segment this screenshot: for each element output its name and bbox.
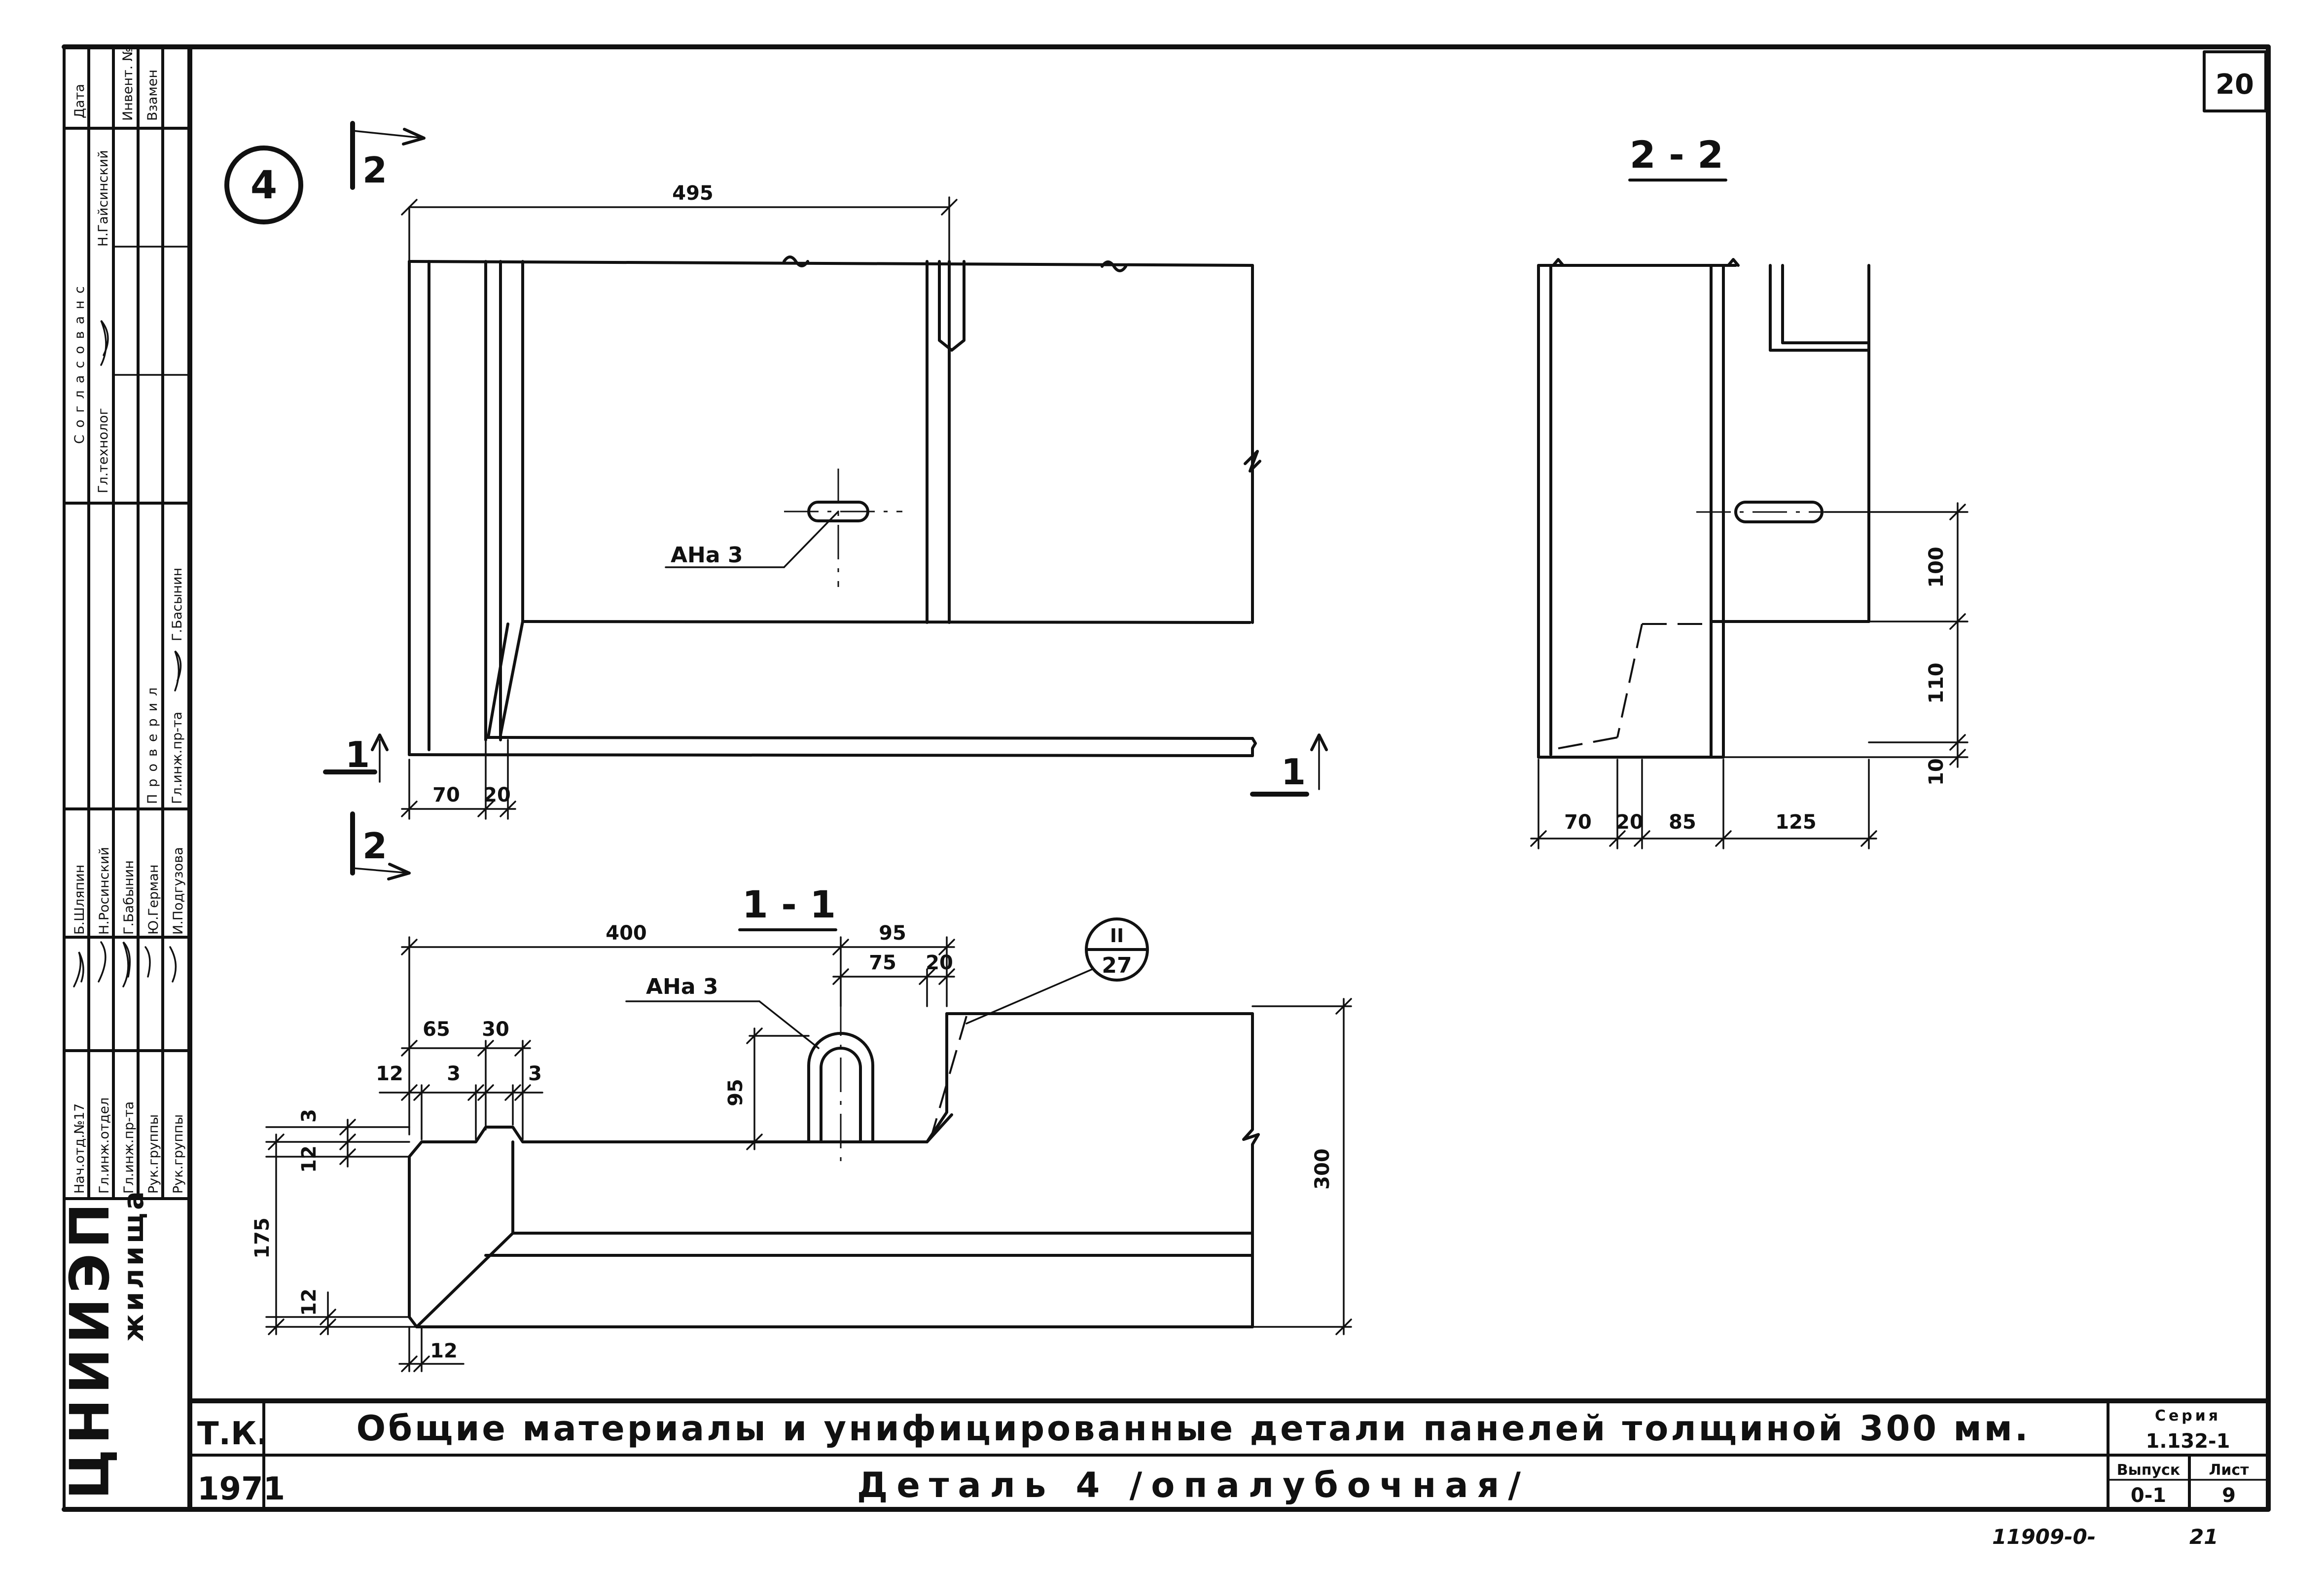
section-2-2-dim-125: 125 bbox=[1775, 811, 1817, 834]
approval-stamp: Согласованс Дата Гл.технолог Н.Гайсински… bbox=[58, 45, 191, 1500]
section-2-2: 2 - 2 70 20 85 125 bbox=[1530, 133, 1968, 849]
section-2-2-dim-70: 70 bbox=[1564, 811, 1592, 834]
elevation-view: 2 2 1 1 bbox=[323, 121, 1328, 880]
staff-name-1: Б.Шляпин bbox=[72, 865, 87, 935]
checked-header: Проверил bbox=[145, 681, 160, 804]
dim-175: 175 bbox=[251, 1217, 274, 1259]
staff-name-3: Г.Бабынин bbox=[121, 860, 137, 935]
dim-12-c: 12 bbox=[298, 1288, 321, 1316]
dim-400: 400 bbox=[606, 922, 647, 945]
sheet-label: Лист bbox=[2209, 1462, 2249, 1479]
staff-role-3: Гл.инж.пр-та bbox=[121, 1101, 137, 1194]
dim-95-top: 95 bbox=[879, 922, 906, 945]
dim-20: 20 bbox=[483, 784, 511, 806]
signature-scribbles bbox=[73, 941, 177, 988]
issue-value: 0-1 bbox=[2131, 1484, 2166, 1507]
title-block: Т.К. 1971 Общие материалы и унифицирован… bbox=[187, 1398, 2271, 1511]
dim-20-top: 20 bbox=[926, 951, 953, 974]
dim-12-b: 12 bbox=[298, 1145, 321, 1173]
detail-marker-number: 4 bbox=[250, 163, 277, 208]
section-2-2-title: 2 - 2 bbox=[1630, 133, 1723, 177]
detail-title: Деталь 4 /опалубочная/ bbox=[857, 1465, 1530, 1505]
section-1-1-anchor-label: АНа 3 bbox=[646, 974, 718, 999]
section-2-2-dim-20: 20 bbox=[1616, 811, 1644, 834]
agreed-role-3: Инвент. № bbox=[120, 47, 136, 121]
dim-70: 70 bbox=[432, 784, 460, 806]
dim-95-side: 95 bbox=[724, 1079, 747, 1106]
year: 1971 bbox=[197, 1471, 285, 1507]
sheet-corner-box: 20 bbox=[2203, 50, 2267, 112]
organization-name: ЦНИИЭП bbox=[58, 1198, 121, 1500]
sheet-frame bbox=[62, 44, 2271, 1512]
detail-marker: 4 bbox=[224, 146, 303, 224]
dim-300: 300 bbox=[1311, 1148, 1334, 1190]
signature-scribbles-agreed bbox=[100, 320, 182, 692]
dim-3-c: 3 bbox=[298, 1109, 321, 1123]
section-1-1: 1 - 1 II 27 АНа 3 400 bbox=[251, 882, 1352, 1372]
section-1-1-title: 1 - 1 bbox=[742, 882, 836, 926]
agreed-role-2: Н.Гайсинский bbox=[96, 150, 111, 247]
section-2-2-dim-10: 10 bbox=[1925, 758, 1948, 786]
footer-doc-number: 11909-0- bbox=[1992, 1525, 2096, 1549]
checked-role-2: Г.Басынин bbox=[170, 568, 185, 641]
section-mark-right: 1 bbox=[1281, 751, 1306, 793]
dim-75: 75 bbox=[869, 951, 896, 974]
staff-name-4: Ю.Герман bbox=[146, 864, 161, 935]
date-header: Дата bbox=[72, 84, 87, 118]
organization-sub: жилища bbox=[118, 1188, 150, 1342]
agreed-header: Согласованс bbox=[72, 279, 87, 444]
agreed-role-1: Гл.технолог bbox=[96, 408, 111, 493]
checked-role-1: Гл.инж.пр-та bbox=[170, 712, 185, 804]
dim-65: 65 bbox=[423, 1018, 450, 1041]
section-2-2-dim-110: 110 bbox=[1925, 662, 1948, 704]
staff-name-2: Н.Росинский bbox=[97, 847, 112, 935]
staff-role-5: Рук.группы bbox=[171, 1114, 186, 1194]
staff-role-2: Гл.инж.отдел bbox=[97, 1097, 112, 1194]
dim-12-a: 12 bbox=[376, 1062, 403, 1085]
main-title: Общие материалы и унифицированные детали… bbox=[357, 1408, 2031, 1449]
section-mark-top: 2 bbox=[362, 149, 387, 191]
dim-3-b: 3 bbox=[528, 1062, 542, 1085]
callout-bottom: 27 bbox=[1102, 953, 1132, 978]
callout-top: II bbox=[1110, 925, 1124, 947]
staff-role-1: Нач.отд.№17 bbox=[72, 1103, 87, 1194]
section-2-2-dim-100: 100 bbox=[1925, 547, 1948, 588]
dim-495: 495 bbox=[672, 182, 714, 205]
dim-30: 30 bbox=[482, 1018, 509, 1041]
series-label: Серия bbox=[2155, 1407, 2221, 1425]
section-2-2-dim-85: 85 bbox=[1669, 811, 1696, 834]
issue-label: Выпуск bbox=[2117, 1462, 2180, 1479]
staff-role-4: Рук.группы bbox=[146, 1114, 161, 1194]
footer-page: 21 bbox=[2189, 1525, 2218, 1549]
sheet-value: 9 bbox=[2222, 1484, 2236, 1507]
tk-label: Т.К. bbox=[197, 1416, 269, 1452]
series-value: 1.132-1 bbox=[2146, 1430, 2230, 1453]
dim-3-a: 3 bbox=[447, 1062, 461, 1085]
elevation-anchor-label: АНа 3 bbox=[671, 543, 743, 568]
sheet-corner-number: 20 bbox=[2216, 69, 2254, 101]
section-mark-left: 1 bbox=[345, 734, 370, 775]
agreed-role-4: Взамен bbox=[145, 70, 160, 121]
section-mark-bottom: 2 bbox=[362, 825, 387, 867]
staff-name-5: И.Подгузова bbox=[171, 847, 186, 935]
dim-12-d: 12 bbox=[430, 1340, 458, 1362]
